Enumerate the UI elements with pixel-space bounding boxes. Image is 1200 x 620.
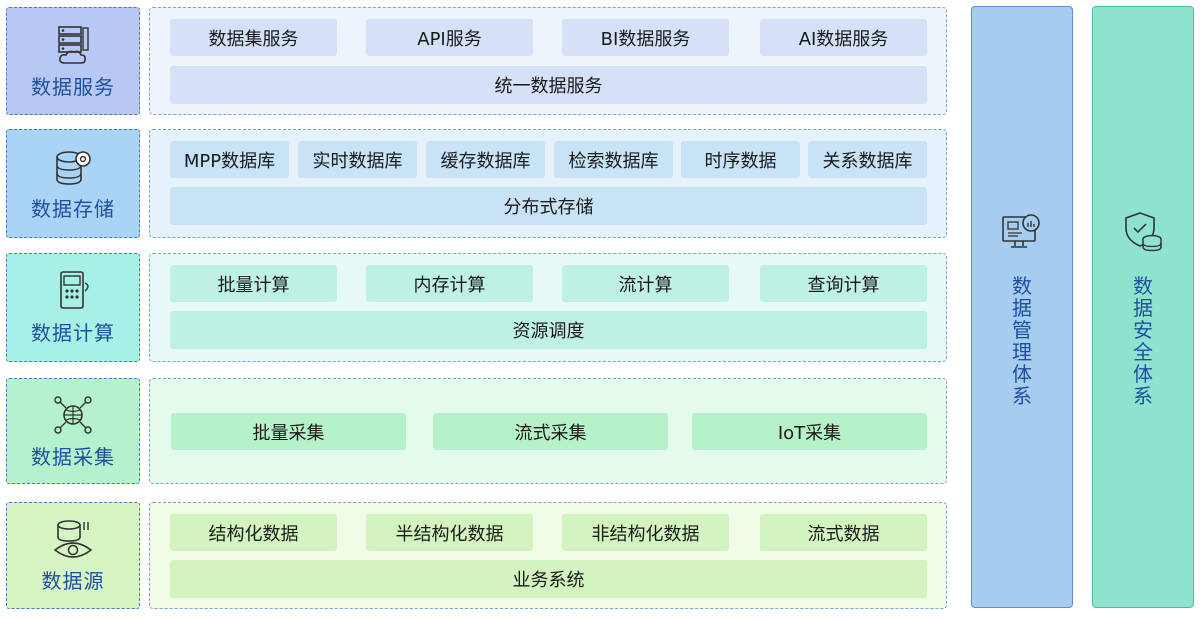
chip-unstructured-data[interactable]: 非结构化数据 <box>562 514 729 551</box>
chip-cache-db[interactable]: 缓存数据库 <box>426 141 545 178</box>
monitor-chart-gear-icon <box>1002 214 1040 248</box>
chip-dataset-service[interactable]: 数据集服务 <box>170 19 337 56</box>
shield-coins-icon <box>1125 212 1162 252</box>
chip-distributed-storage[interactable]: 分布式存储 <box>170 187 927 225</box>
panel-data-source: 结构化数据 半结构化数据 非结构化数据 流式数据 业务系统 <box>149 502 947 609</box>
panel-data-compute: 批量计算 内存计算 流计算 查询计算 资源调度 <box>149 253 947 362</box>
column-data-security: 数据安全体系 <box>1092 6 1194 608</box>
chip-batch-compute[interactable]: 批量计算 <box>170 265 337 302</box>
layer-label-text: 数据源 <box>41 569 105 593</box>
chip-stream-data[interactable]: 流式数据 <box>760 514 927 551</box>
panel-data-storage: MPP数据库 实时数据库 缓存数据库 检索数据库 时序数据 关系数据库 分布式存… <box>149 129 947 238</box>
layer-label-data-service: 数据服务 <box>6 7 140 115</box>
chip-batch-collect[interactable]: 批量采集 <box>171 413 406 450</box>
chip-api-service[interactable]: API服务 <box>366 19 533 56</box>
database-gear-icon <box>56 151 91 185</box>
layer-label-text: 数据服务 <box>31 74 115 99</box>
chip-stream-collect[interactable]: 流式采集 <box>433 413 668 450</box>
layer-label-data-source: 数据源 <box>6 502 140 609</box>
panel-data-service: 数据集服务 API服务 BI数据服务 AI数据服务 统一数据服务 <box>149 7 947 115</box>
column-label: 数据安全体系 <box>1133 274 1153 408</box>
chip-bi-service[interactable]: BI数据服务 <box>562 19 729 56</box>
layer-label-text: 数据存储 <box>31 197 115 221</box>
chip-realtime-db[interactable]: 实时数据库 <box>298 141 417 178</box>
layer-label-text: 数据采集 <box>31 444 115 469</box>
layer-label-data-storage: 数据存储 <box>6 129 140 238</box>
server-cloud-icon <box>58 25 89 64</box>
chip-query-compute[interactable]: 查询计算 <box>760 265 927 302</box>
network-globe-icon <box>54 395 92 434</box>
layer-label-data-compute: 数据计算 <box>6 253 140 362</box>
chip-unified-service[interactable]: 统一数据服务 <box>170 66 927 104</box>
chip-resource-scheduling[interactable]: 资源调度 <box>170 311 927 349</box>
chip-timeseries[interactable]: 时序数据 <box>681 141 800 178</box>
calculator-icon <box>60 271 89 309</box>
chip-ai-service[interactable]: AI数据服务 <box>760 19 927 56</box>
database-eye-icon <box>53 520 93 558</box>
column-label: 数据管理体系 <box>1012 274 1032 408</box>
chip-relational-db[interactable]: 关系数据库 <box>808 141 927 178</box>
layer-label-data-collect: 数据采集 <box>6 378 140 484</box>
layer-label-text: 数据计算 <box>31 321 115 345</box>
chip-iot-collect[interactable]: IoT采集 <box>692 413 927 450</box>
chip-semi-structured-data[interactable]: 半结构化数据 <box>366 514 533 551</box>
chip-memory-compute[interactable]: 内存计算 <box>366 265 533 302</box>
chip-mpp-db[interactable]: MPP数据库 <box>170 141 289 178</box>
panel-data-collect: 批量采集 流式采集 IoT采集 <box>149 378 947 484</box>
chip-stream-compute[interactable]: 流计算 <box>562 265 729 302</box>
chip-search-db[interactable]: 检索数据库 <box>554 141 673 178</box>
column-data-management: 数据管理体系 <box>971 6 1073 608</box>
chip-business-system[interactable]: 业务系统 <box>170 560 927 598</box>
chip-structured-data[interactable]: 结构化数据 <box>170 514 337 551</box>
